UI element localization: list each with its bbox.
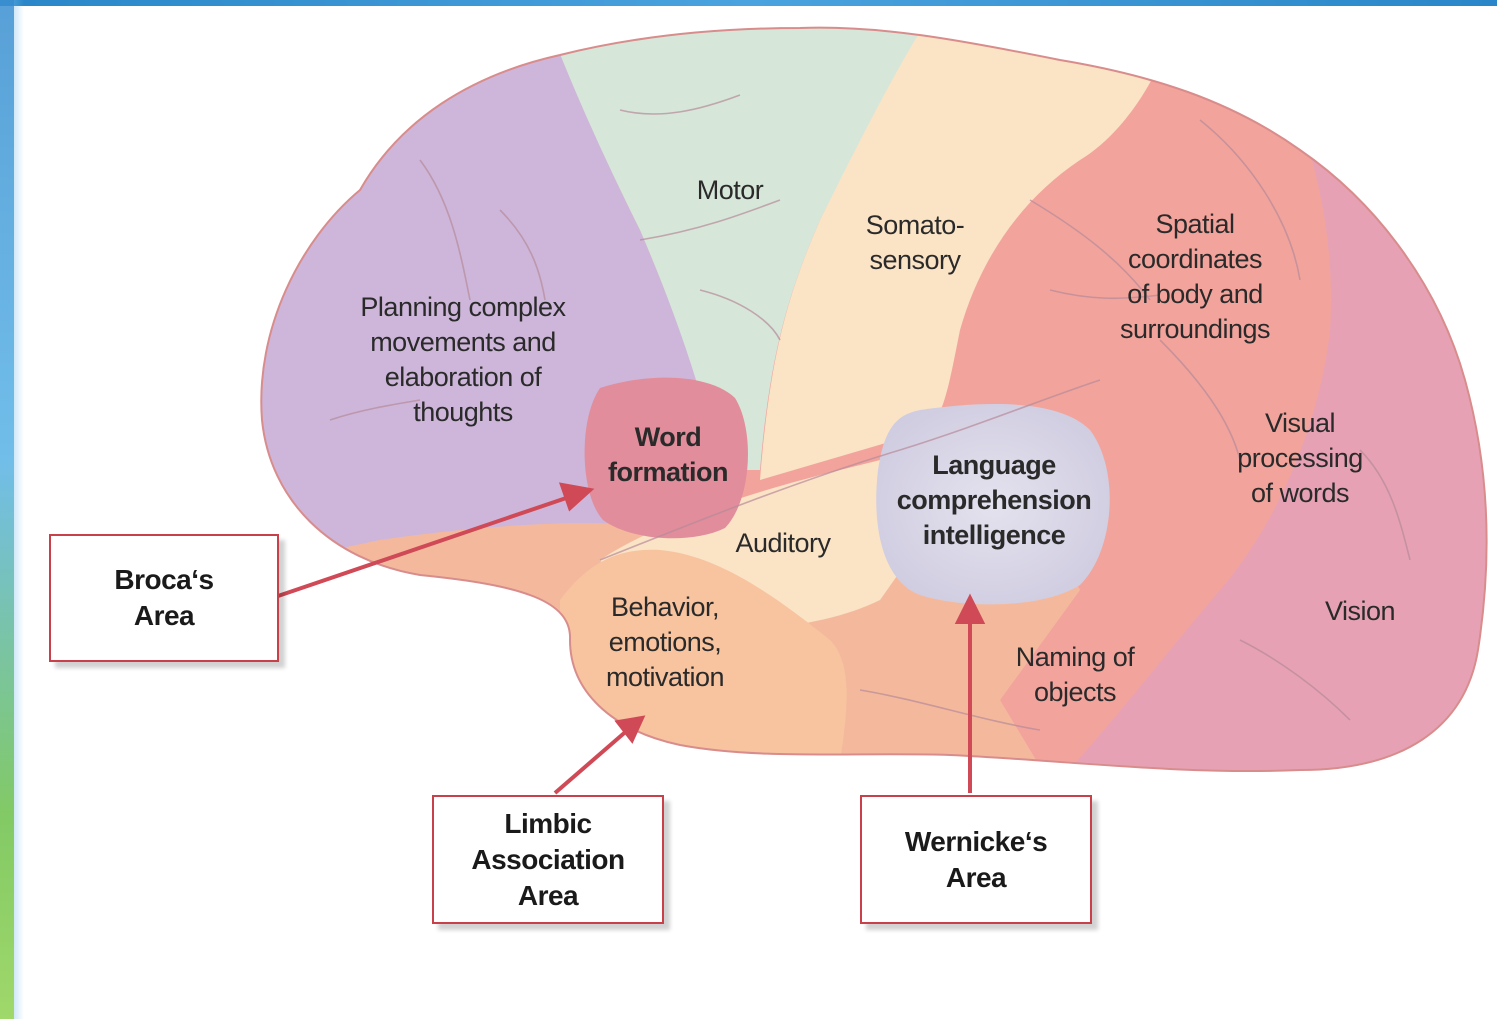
wernicke-callout-label: Wernicke‘s Area: [904, 825, 1048, 893]
wernicke-region: [876, 404, 1110, 605]
brain-outline: [260, 26, 1488, 772]
naming-objects-label: Naming of objects: [1015, 642, 1135, 707]
motor-region: [540, 27, 960, 470]
spatial-label: Spatial coordinates of body and surround…: [1119, 209, 1271, 344]
auditory-label: Auditory: [735, 528, 831, 558]
planning-label: Planning complex movements and elaborati…: [360, 292, 566, 427]
vision-label: Vision: [1324, 596, 1396, 626]
broca-region: [584, 377, 748, 539]
motor-label: Motor: [696, 175, 764, 205]
broca-arrowhead: [558, 482, 595, 512]
broca-callout-label: Broca‘s Area: [114, 564, 214, 631]
callout-arrows: [277, 482, 986, 795]
wernicke-arrowhead: [954, 593, 986, 624]
broca-arrow: [277, 493, 576, 598]
prefrontal-region: [261, 27, 720, 620]
word-formation-label: Word formation: [608, 422, 729, 487]
limbic-callout-label: Limbic Association Area: [471, 807, 625, 911]
left-accent-glow: [14, 0, 24, 1019]
limbic-arrow: [553, 726, 632, 795]
visual-processing-label: Visual processing of words: [1237, 408, 1363, 508]
language-comprehension-label: Language comprehension intelligence: [896, 450, 1092, 550]
somatosensory-region: [760, 27, 1180, 480]
broca-callout-box: Broca‘s Area: [49, 534, 279, 662]
occipital-region: [1040, 120, 1487, 772]
limbic-callout-box: Limbic Association Area: [432, 795, 664, 924]
gyri-lines: [329, 94, 1411, 731]
top-accent-band: [0, 0, 1497, 6]
behavior-label: Behavior, emotions, motivation: [605, 592, 725, 692]
wernicke-callout-box: Wernicke‘s Area: [860, 795, 1092, 924]
limbic-arrowhead: [614, 715, 646, 744]
left-accent-stripe: [0, 0, 14, 1019]
somatosensory-label: Somato- sensory: [865, 210, 965, 275]
